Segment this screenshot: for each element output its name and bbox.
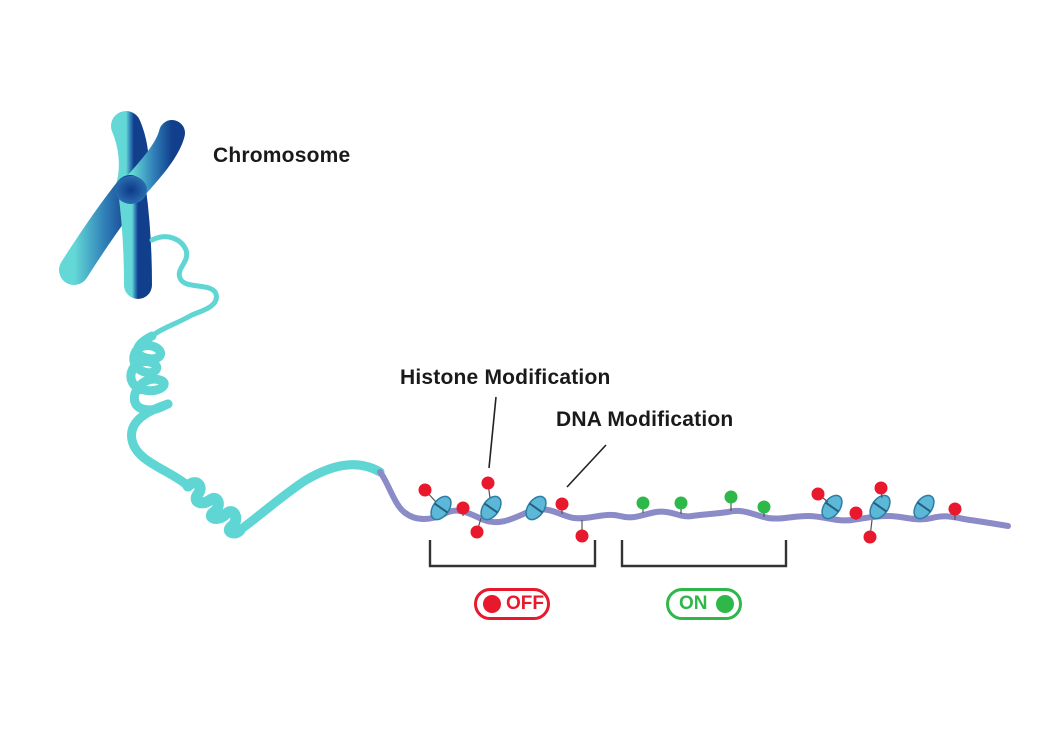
- red-mark: [874, 481, 888, 495]
- chromosome-arm-lower-right: [118, 176, 152, 299]
- fiber-coil-lower: [182, 477, 246, 539]
- red-mark: [849, 506, 863, 520]
- active-marks: [636, 490, 771, 517]
- fiber-descending: [127, 399, 193, 491]
- fiber-coil-upper: [126, 331, 173, 415]
- red-mark: [863, 530, 877, 544]
- nucleosome: [430, 495, 452, 521]
- nucleosome: [913, 494, 935, 520]
- chromatin-fiber: [126, 234, 385, 539]
- off-indicator-dot: [483, 595, 501, 613]
- chromosome: [59, 111, 185, 299]
- repressive-marks: [418, 476, 962, 544]
- dna-modification-label: DNA Modification: [556, 408, 734, 431]
- nucleosome: [480, 495, 502, 521]
- red-mark: [811, 487, 825, 501]
- off-switch-label: OFF: [506, 593, 544, 614]
- chromosome-label: Chromosome: [213, 144, 351, 167]
- green-mark: [757, 500, 771, 514]
- red-mark: [948, 502, 962, 516]
- green-mark: [636, 496, 650, 510]
- red-mark: [456, 501, 470, 515]
- fiber-to-dna: [235, 460, 385, 535]
- off-region-bracket: [428, 540, 597, 568]
- dna-leader-line: [566, 444, 607, 488]
- centromere: [115, 176, 147, 204]
- red-mark: [575, 529, 589, 543]
- red-mark: [555, 497, 569, 511]
- red-mark: [418, 483, 432, 497]
- on-switch: ON: [666, 588, 742, 620]
- on-switch-label: ON: [679, 593, 708, 614]
- nucleosomes: [430, 494, 935, 521]
- red-mark: [481, 476, 495, 490]
- red-mark: [470, 525, 484, 539]
- green-mark: [724, 490, 738, 504]
- off-switch: OFF: [474, 588, 550, 620]
- nucleosome: [869, 494, 891, 520]
- on-indicator-dot: [715, 595, 734, 613]
- on-region-bracket: [620, 540, 788, 568]
- green-mark: [674, 496, 688, 510]
- histone-leader-line: [488, 396, 497, 469]
- histone-modification-label: Histone Modification: [400, 366, 611, 389]
- nucleosome: [525, 495, 547, 521]
- fiber-thin-strand: [149, 234, 219, 339]
- dna-strand: [377, 469, 1011, 529]
